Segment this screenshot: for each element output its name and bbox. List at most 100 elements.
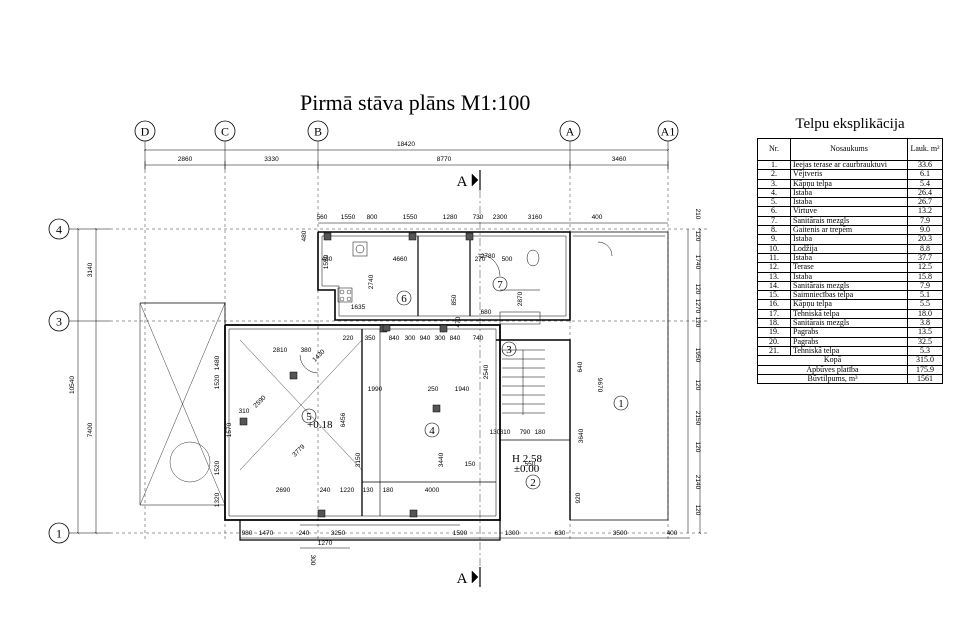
dim-interior: 1220 bbox=[340, 487, 355, 494]
axis-3-label: 3 bbox=[56, 315, 62, 329]
dim-interior: 1550 bbox=[323, 254, 330, 269]
dim-interior: 1520 bbox=[214, 374, 221, 389]
axis-c-label: C bbox=[221, 125, 229, 139]
dim-interior: 6456 bbox=[340, 412, 347, 427]
explication-title: Telpu eksplikācija bbox=[795, 116, 905, 132]
table-cell: 1561 bbox=[907, 373, 943, 385]
table-cell: Kāpņu telpa bbox=[790, 178, 908, 189]
drawing-title: Pirmā stāva plāns M1:100 bbox=[300, 90, 531, 115]
stove-burner bbox=[346, 289, 352, 295]
dim-top-chain: 8770 bbox=[437, 156, 452, 163]
table-cell: 15.8 bbox=[907, 271, 943, 282]
structural-column bbox=[323, 232, 332, 241]
veranda-outline bbox=[140, 302, 226, 520]
header-name: Nosaukums bbox=[790, 138, 908, 161]
axis-d-label: D bbox=[141, 125, 150, 139]
door-swing bbox=[477, 253, 501, 277]
dim-interior: 220 bbox=[343, 335, 354, 342]
table-cell: 19. bbox=[757, 327, 791, 338]
table-cell: 16. bbox=[757, 299, 791, 310]
dim-interior: 2540 bbox=[483, 364, 490, 379]
axis-b-label: B bbox=[314, 125, 322, 139]
dim-interior: 180 bbox=[535, 429, 546, 436]
dim-right-chain: 120 bbox=[694, 505, 701, 516]
dim-interior: 840 bbox=[450, 335, 461, 342]
structural-column bbox=[432, 404, 441, 413]
room-tag-7: 7 bbox=[497, 279, 503, 291]
table-cell: 5.5 bbox=[907, 299, 943, 310]
dim-bottom: 1300 bbox=[505, 530, 520, 537]
dim-wall: 730 bbox=[473, 214, 484, 221]
dim-right-chain: 120 bbox=[694, 317, 701, 328]
dim-wall: 1280 bbox=[443, 214, 458, 221]
dim-interior: 2690 bbox=[276, 487, 291, 494]
dim-wall: 560 bbox=[317, 214, 328, 221]
axis-a-label: A bbox=[566, 125, 575, 139]
dim-bottom: 400 bbox=[667, 530, 678, 537]
structural-column bbox=[408, 232, 417, 241]
dim-interior: 2870 bbox=[517, 291, 524, 306]
dim-wall: 1550 bbox=[341, 214, 356, 221]
dim-interior: 2590 bbox=[252, 394, 267, 409]
dim-interior: 3779 bbox=[291, 443, 306, 458]
tree-outline bbox=[169, 441, 211, 483]
dim-interior: 920 bbox=[575, 492, 582, 503]
axis-1-label: 1 bbox=[56, 527, 62, 541]
dim-right-chain: 120 bbox=[694, 442, 701, 453]
room-tag-4: 4 bbox=[429, 425, 435, 437]
level-hall-floor: ±0.00 bbox=[514, 463, 540, 475]
table-cell: Kopā bbox=[757, 355, 908, 366]
dim-wall: 400 bbox=[592, 214, 603, 221]
dim-interior: 130 bbox=[490, 429, 501, 436]
dim-left: 7400 bbox=[87, 422, 94, 437]
dim-interior: 300 bbox=[405, 335, 416, 342]
dim-interior: 250 bbox=[428, 386, 439, 393]
dim-interior: 1520 bbox=[214, 460, 221, 475]
dim-interior: 180 bbox=[383, 487, 394, 494]
dim-wall: 3160 bbox=[528, 214, 543, 221]
dim-left: 3140 bbox=[87, 262, 94, 277]
dim-interior: 300 bbox=[435, 335, 446, 342]
dim-interior: 350 bbox=[365, 335, 376, 342]
dim-interior: 270 bbox=[475, 256, 486, 263]
header-nr: Nr. bbox=[757, 138, 791, 161]
table-cell: 13.2 bbox=[907, 206, 943, 217]
dim-right-chain: 2150 bbox=[694, 411, 701, 426]
table-cell: Kāpņu telpa bbox=[790, 299, 908, 310]
dim-left: 10540 bbox=[69, 376, 76, 394]
dim-interior: 840 bbox=[389, 335, 400, 342]
dim-total: 18420 bbox=[397, 141, 415, 148]
room-tag-7-circle bbox=[492, 276, 508, 292]
table-cell: 13.5 bbox=[907, 327, 943, 338]
level-hall: H 2.58 bbox=[512, 453, 542, 465]
axis-a1-label: A1 bbox=[661, 125, 676, 139]
table-cell: Apbūves platība bbox=[757, 364, 908, 375]
door-swing bbox=[299, 354, 319, 374]
table-cell: 6. bbox=[757, 206, 791, 217]
dim-bottom: 240 bbox=[299, 530, 310, 537]
table-cell: 9. bbox=[757, 234, 791, 245]
room-tag-3: 3 bbox=[506, 344, 512, 356]
toilet bbox=[526, 249, 540, 267]
bathtub bbox=[499, 311, 541, 325]
structural-column bbox=[239, 417, 248, 426]
dim-interior: 550 bbox=[525, 461, 536, 468]
room-tag-1: 1 bbox=[618, 398, 624, 410]
dim-bottom: 980 bbox=[242, 530, 253, 537]
dim-interior: 3150 bbox=[355, 452, 362, 467]
dim-interior: 150 bbox=[465, 461, 476, 468]
structural-column bbox=[382, 324, 391, 332]
dim-interior: 790 bbox=[520, 429, 531, 436]
table-cell: Istaba bbox=[790, 271, 908, 282]
